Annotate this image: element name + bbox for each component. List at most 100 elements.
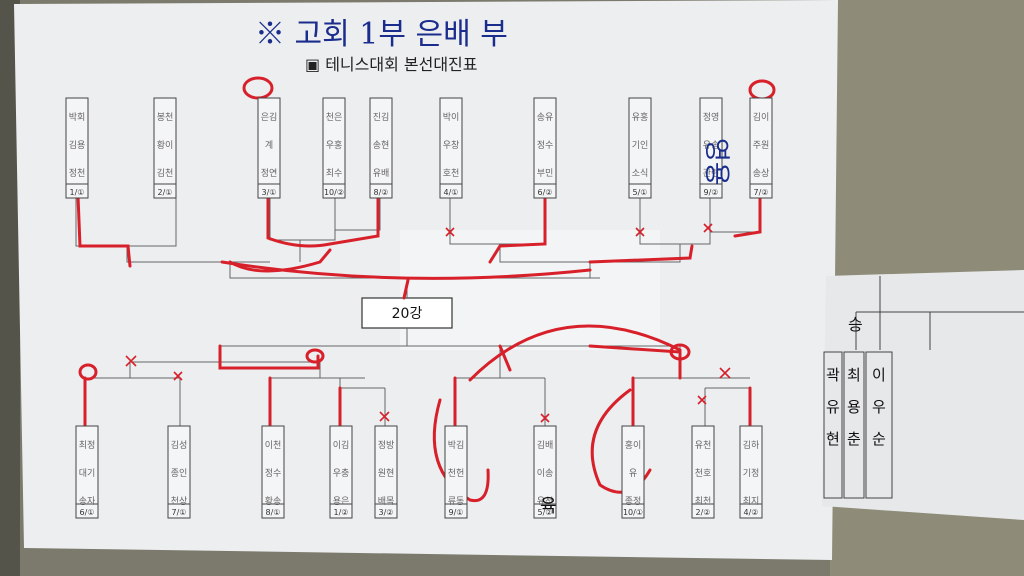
player-name: 송상 xyxy=(753,168,770,179)
seed-label: 4/② xyxy=(744,508,759,517)
player-name: 은김 xyxy=(261,111,278,123)
seed-label: 4/① xyxy=(444,188,459,197)
side-sheet xyxy=(822,270,1024,520)
player-name: 황송 xyxy=(265,496,282,507)
seed-label: 8/② xyxy=(374,188,389,197)
side-sheet-header: 승 xyxy=(848,315,863,334)
player-name: 우창 xyxy=(443,140,460,151)
player-name: 주원 xyxy=(753,140,770,151)
player-name: 유배 xyxy=(373,168,390,179)
player-name: 호천 xyxy=(443,168,460,179)
player-name: 우충 xyxy=(333,468,350,479)
round-label: 20강 xyxy=(392,306,423,322)
player-name: 천호 xyxy=(695,468,712,479)
player-name: 대기 xyxy=(79,468,96,479)
player-name: 김용 xyxy=(69,139,86,151)
player-name: 봉천 xyxy=(157,112,174,123)
player-name: 이천 xyxy=(265,440,282,451)
player-name: 박회 xyxy=(69,112,86,123)
player-name: 종정 xyxy=(625,496,642,507)
player-name: 정수 xyxy=(537,140,554,151)
player-name: 박이 xyxy=(443,112,460,123)
player-name: 정연 xyxy=(261,168,278,179)
seed-label: 1/② xyxy=(334,508,349,517)
seed-label: 9/② xyxy=(704,188,719,197)
player-name: 최정 xyxy=(79,440,96,451)
player-name: 천은 xyxy=(326,112,343,123)
seed-label: 10/② xyxy=(324,188,344,197)
top-box-2: 봉천황이김천2/① xyxy=(154,98,176,198)
player-name: 김배 xyxy=(537,439,554,451)
seed-label: 5/① xyxy=(633,188,648,197)
player-name: 김성 xyxy=(171,439,188,451)
player-name: 이송 xyxy=(537,468,554,479)
player-name: 유 xyxy=(629,468,637,479)
sheet-glare xyxy=(400,230,660,350)
player-name: 정천 xyxy=(69,168,86,179)
player-name: 천상 xyxy=(171,496,188,507)
player-name: 류동 xyxy=(448,496,465,507)
player-name: 최지 xyxy=(743,496,760,507)
seed-label: 7/① xyxy=(172,508,187,517)
seed-label: 6/② xyxy=(538,188,553,197)
side-sheet-name: 우 xyxy=(872,398,886,416)
player-name: 최수 xyxy=(326,168,343,179)
player-name: 박김 xyxy=(448,439,465,451)
side-sheet-name: 순 xyxy=(872,430,886,448)
side-sheet-name: 유 xyxy=(826,398,840,416)
bottom-box-8: 홍이유종정10/① xyxy=(622,426,644,518)
player-name: 기정 xyxy=(743,468,760,479)
bottom-box-9: 유천천호최천2/② xyxy=(692,426,714,518)
player-name: 우홍 xyxy=(326,139,343,151)
player-name: 김하 xyxy=(743,439,760,451)
player-name: 소식 xyxy=(632,168,649,179)
player-name: 계 xyxy=(265,139,273,151)
seed-label: 3/② xyxy=(379,508,394,517)
seed-label: 3/① xyxy=(262,188,277,197)
annotation-bottom: 육 xyxy=(540,496,557,517)
side-sheet-name: 춘 xyxy=(847,430,861,448)
player-name: 정수 xyxy=(265,468,282,479)
seed-label: 2/② xyxy=(696,508,711,517)
seed-label: 9/① xyxy=(449,508,464,517)
seed-label: 1/① xyxy=(70,188,85,197)
player-name: 종인 xyxy=(171,468,188,479)
seed-label: 2/① xyxy=(158,188,173,197)
player-name: 황이 xyxy=(157,140,174,151)
player-name: 홍이 xyxy=(625,439,642,451)
seed-label: 8/① xyxy=(266,508,281,517)
printed-title: ▣ 테니스대회 본선대진표 xyxy=(305,55,478,74)
side-sheet-name: 용 xyxy=(847,398,861,416)
player-name: 천헌 xyxy=(448,468,465,479)
player-name: 원현 xyxy=(378,468,395,479)
player-name: 이김 xyxy=(333,439,350,451)
player-name: 기인 xyxy=(632,140,649,151)
player-name: 정방 xyxy=(378,440,395,451)
seed-label: 6/① xyxy=(80,508,95,517)
player-name: 유천 xyxy=(695,440,712,451)
player-name: 부민 xyxy=(537,168,554,179)
player-name: 용은 xyxy=(333,496,350,507)
player-name: 진김 xyxy=(373,111,390,123)
side-sheet-name: 곽 xyxy=(826,366,840,384)
player-name: 최천 xyxy=(695,496,712,507)
side-sheet-name: 현 xyxy=(826,430,840,448)
player-name: 배목 xyxy=(378,496,395,507)
